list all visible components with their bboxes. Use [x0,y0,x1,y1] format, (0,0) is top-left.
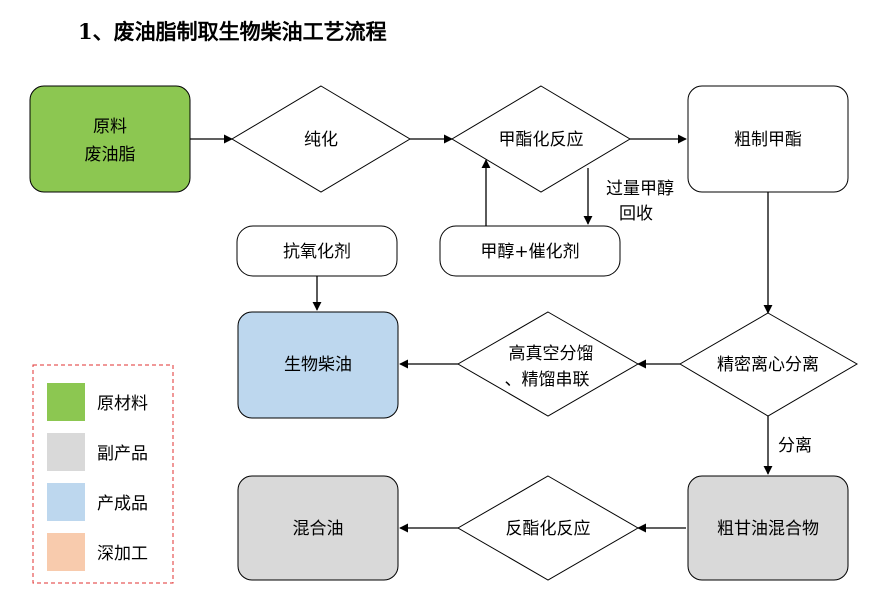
node-biodiesel-label: 生物柴油 [284,355,352,375]
node-transesterify: 甲酯化反应 [451,85,631,193]
node-purify-diamond [231,85,411,193]
legend-swatch-deep-processing [47,533,85,571]
node-purify: 纯化 [231,85,411,193]
legend-label-byproduct: 副产品 [97,444,148,464]
node-mixed-oil-box [237,475,399,581]
edge-label-methanol-recovery-2: 回收 [619,204,653,224]
node-raw-material-label-2: 废油脂 [85,145,136,165]
node-crude-ester: 粗制甲酯 [687,85,849,193]
node-reverse-ester-diamond [457,475,639,581]
node-mixed-oil-label: 混合油 [293,519,344,539]
node-vacuum-distill: 高真空分馏 、精馏串联 [457,311,639,417]
node-methanol-catalyst-label: 甲醇+催化剂 [480,242,579,262]
node-biodiesel-box [237,311,399,419]
node-vacuum-distill-diamond [457,311,639,417]
node-raw-material-label-1: 原料 [93,117,127,137]
legend-border [32,364,174,584]
node-purify-label: 纯化 [304,130,338,150]
legend-swatch-raw-material [47,383,85,421]
legend-label-deep-processing: 深加工 [97,544,148,564]
node-antioxidant-label: 抗氧化剂 [283,242,351,262]
legend-swatch-byproduct [47,433,85,471]
node-centrifuge-diamond [679,312,858,417]
page-title: 1、废油脂制取生物柴油工艺流程 [78,19,387,44]
node-methanol-catalyst: 甲醇+催化剂 [439,225,621,277]
node-raw-material: 原料 废油脂 [29,85,191,193]
node-vacuum-distill-label-1: 高真空分馏 [509,344,594,364]
node-antioxidant: 抗氧化剂 [236,225,398,277]
node-methanol-catalyst-box [439,225,621,277]
node-crude-ester-label: 粗制甲酯 [734,130,802,150]
node-reverse-ester-label: 反酯化反应 [506,519,591,539]
legend-label-product: 产成品 [97,494,148,514]
node-crude-glycerol: 粗甘油混合物 [687,475,849,581]
node-crude-glycerol-box [687,475,849,581]
legend-label-raw-material: 原材料 [97,394,148,414]
node-biodiesel: 生物柴油 [237,311,399,419]
node-crude-ester-box [687,85,849,193]
node-mixed-oil: 混合油 [237,475,399,581]
legend: 原材料 副产品 产成品 深加工 [32,364,174,584]
node-centrifuge-label: 精密离心分离 [717,355,819,375]
node-transesterify-diamond [451,85,631,193]
node-raw-material-box [29,85,191,193]
node-antioxidant-box [236,225,398,277]
legend-swatch-product [47,483,85,521]
edge-label-methanol-recovery-1: 过量甲醇 [606,179,674,199]
node-vacuum-distill-label-2: 、精馏串联 [505,370,590,390]
node-reverse-ester: 反酯化反应 [457,475,639,581]
edge-label-separation: 分离 [778,436,812,456]
node-centrifuge: 精密离心分离 [679,312,858,417]
node-crude-glycerol-label: 粗甘油混合物 [717,519,819,539]
node-transesterify-label: 甲酯化反应 [499,130,584,150]
